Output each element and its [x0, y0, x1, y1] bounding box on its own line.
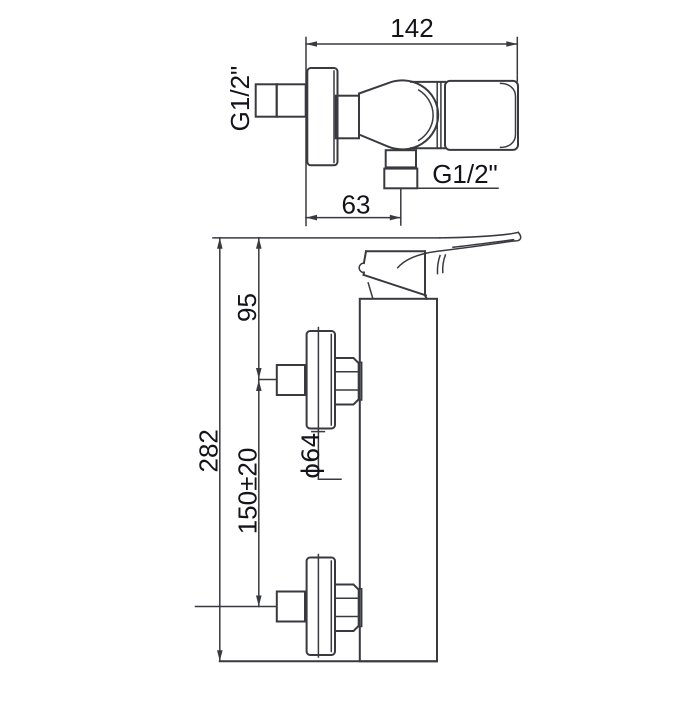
lever-neck-inner-line	[368, 283, 373, 299]
handle-top	[445, 81, 518, 150]
arrow-down-icon	[217, 650, 223, 661]
fitting-lower	[277, 555, 362, 658]
body-front	[360, 299, 437, 662]
top-to-inlet-label: 95	[232, 293, 262, 322]
lever-neck-bottom-diagonal	[364, 275, 426, 296]
inlet-spacing-label: 150±20	[233, 448, 263, 535]
arrow-left-icon	[306, 215, 317, 221]
inlet-nut	[256, 84, 277, 116]
outlet-nut	[384, 169, 417, 189]
lever-crease-1	[437, 256, 440, 274]
body-connector-top	[336, 96, 359, 139]
body-inner-arc	[419, 90, 433, 140]
arrow-right-icon	[390, 215, 401, 221]
outlet-thread-label: G1/2"	[432, 159, 498, 189]
arrow-up-icon	[256, 238, 262, 249]
width-dimension-label: 142	[390, 13, 433, 43]
dimension-150: 150±20	[196, 380, 277, 607]
lever-neck-left-upper	[364, 251, 366, 263]
dimension-95: 95	[232, 238, 277, 380]
handle-outline	[445, 81, 518, 150]
inlet-stub	[277, 84, 306, 116]
lever-front	[359, 232, 521, 298]
outlet-neck	[386, 150, 416, 167]
valve-body-top	[359, 80, 438, 149]
diameter-64: ϕ64	[297, 432, 341, 479]
lever-blade-top	[440, 232, 518, 238]
arrow-up-icon	[256, 380, 262, 391]
height-dimension-label: 282	[193, 429, 223, 472]
arrow-right-icon	[506, 41, 517, 47]
body-outline	[359, 80, 438, 149]
arrow-down-icon	[256, 368, 262, 379]
flange-diameter-label: ϕ64	[297, 432, 325, 478]
arrow-down-icon	[256, 596, 262, 607]
pipe	[277, 365, 305, 395]
inlet-thread-label: G1/2"	[225, 66, 255, 132]
lever-blade-underside	[398, 241, 512, 268]
nut	[335, 358, 359, 405]
dimension-63: 63	[306, 188, 401, 225]
outlet-offset-label: 63	[342, 190, 371, 220]
top-view: 142 G1/2"	[225, 13, 518, 226]
pipe	[277, 592, 305, 622]
arrow-up-icon	[217, 238, 223, 249]
wall-flange-top	[307, 68, 337, 165]
lever-screw-bump	[359, 263, 364, 272]
front-view: 282 95 150±20 ϕ64	[193, 232, 520, 661]
lever-crease-2	[443, 255, 446, 272]
nut	[335, 585, 359, 632]
inlet-pipe-top	[256, 84, 306, 116]
arrow-left-icon	[306, 41, 317, 47]
handle-inner-contour	[501, 83, 516, 147]
flange-plate	[307, 68, 337, 165]
lever-blade-inner-line	[453, 240, 514, 248]
